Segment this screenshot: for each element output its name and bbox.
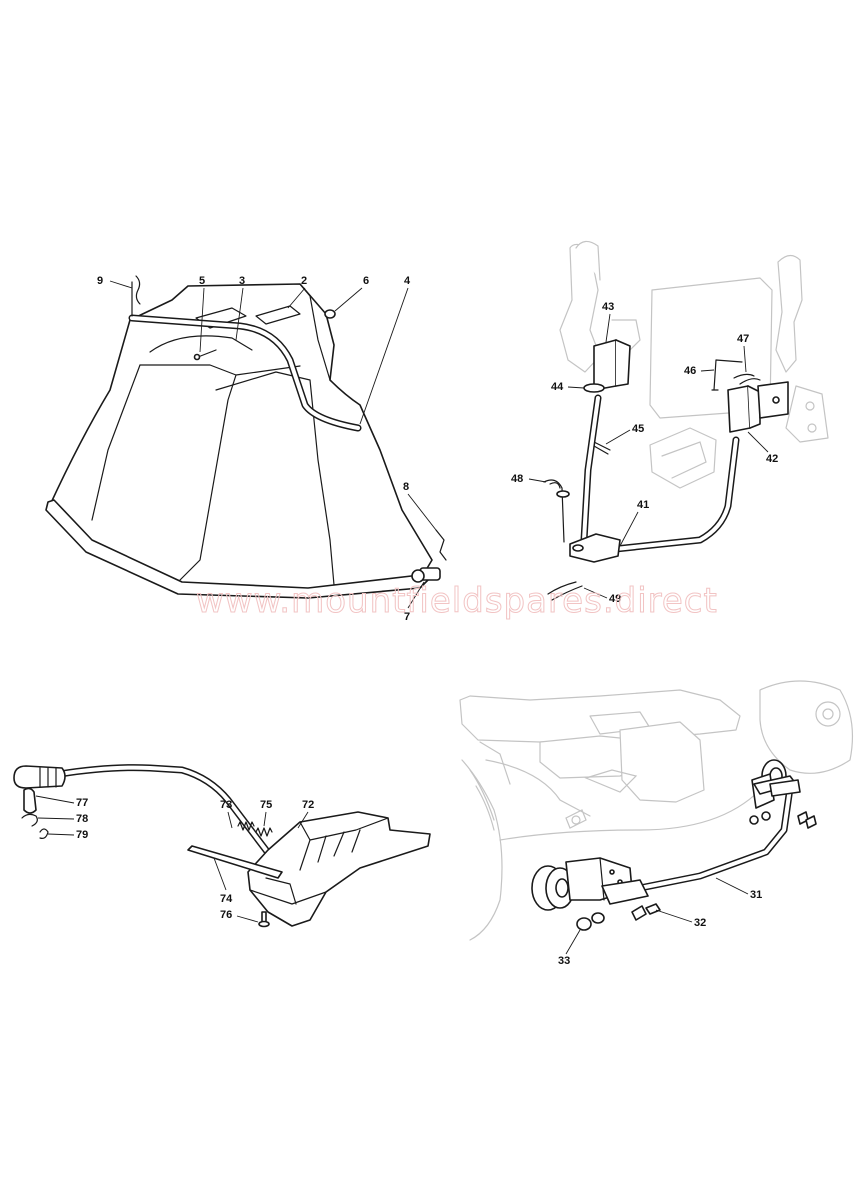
flap-control-assembly: 73 75 72 77 78 79 74 76	[13, 764, 431, 928]
callout-3: 3	[235, 275, 245, 341]
callout-6: 6	[334, 275, 369, 312]
callout-43: 43	[602, 301, 614, 343]
svg-text:43: 43	[602, 301, 614, 313]
mounting-bracket-assembly: 43 47 44 46 45 42 48 41	[511, 240, 829, 605]
svg-text:79: 79	[76, 829, 88, 841]
callout-7: 7	[404, 581, 425, 623]
callout-41: 41	[619, 499, 649, 547]
callout-75: 75	[260, 799, 272, 827]
callout-31: 31	[715, 877, 762, 901]
callout-73: 73	[220, 799, 233, 829]
svg-text:2: 2	[301, 275, 307, 287]
svg-text:41: 41	[637, 499, 649, 511]
svg-text:9: 9	[97, 275, 103, 287]
callout-4: 4	[359, 275, 411, 425]
svg-text:74: 74	[220, 893, 233, 905]
callout-47: 47	[737, 333, 749, 373]
grass-bag	[49, 283, 433, 593]
callout-49: 49	[583, 587, 621, 605]
callout-32: 32	[655, 909, 706, 929]
callout-74: 74	[213, 857, 233, 905]
grass-bag-assembly: 9 5 3 2 6 4 8 7	[45, 275, 447, 623]
svg-text:73: 73	[220, 799, 232, 811]
svg-text:46: 46	[684, 365, 696, 377]
svg-text:8: 8	[403, 481, 409, 493]
svg-text:3: 3	[239, 275, 245, 287]
callout-9: 9	[97, 275, 133, 289]
svg-text:42: 42	[766, 453, 778, 465]
callout-46: 46	[684, 365, 715, 377]
svg-text:4: 4	[404, 275, 411, 287]
svg-text:75: 75	[260, 799, 272, 811]
svg-text:7: 7	[404, 611, 410, 623]
callout-79: 79	[47, 829, 88, 841]
svg-text:31: 31	[750, 889, 762, 901]
callout-78: 78	[37, 813, 88, 825]
watermark: www.mountfieldspares.direct	[196, 581, 718, 621]
callout-76: 76	[220, 909, 259, 923]
callout-48: 48	[511, 473, 547, 485]
callout-45: 45	[605, 423, 644, 445]
svg-text:49: 49	[609, 593, 621, 605]
svg-text:5: 5	[199, 275, 205, 287]
callout-8: 8	[403, 481, 437, 531]
svg-text:32: 32	[694, 917, 706, 929]
svg-text:33: 33	[558, 955, 570, 967]
svg-text:78: 78	[76, 813, 88, 825]
callout-44: 44	[551, 381, 585, 393]
svg-text:77: 77	[76, 797, 88, 809]
callout-72: 72	[297, 799, 314, 829]
svg-text:45: 45	[632, 423, 644, 435]
svg-text:72: 72	[302, 799, 314, 811]
callout-33: 33	[558, 929, 581, 967]
callout-5: 5	[199, 275, 205, 353]
svg-text:76: 76	[220, 909, 232, 921]
callout-2: 2	[287, 275, 307, 309]
wheel-axle-assembly: 31 32 33	[459, 680, 854, 967]
callout-77: 77	[35, 795, 88, 809]
svg-text:48: 48	[511, 473, 523, 485]
svg-text:6: 6	[363, 275, 369, 287]
callout-42: 42	[747, 431, 778, 465]
svg-text:47: 47	[737, 333, 749, 345]
svg-text:44: 44	[551, 381, 564, 393]
